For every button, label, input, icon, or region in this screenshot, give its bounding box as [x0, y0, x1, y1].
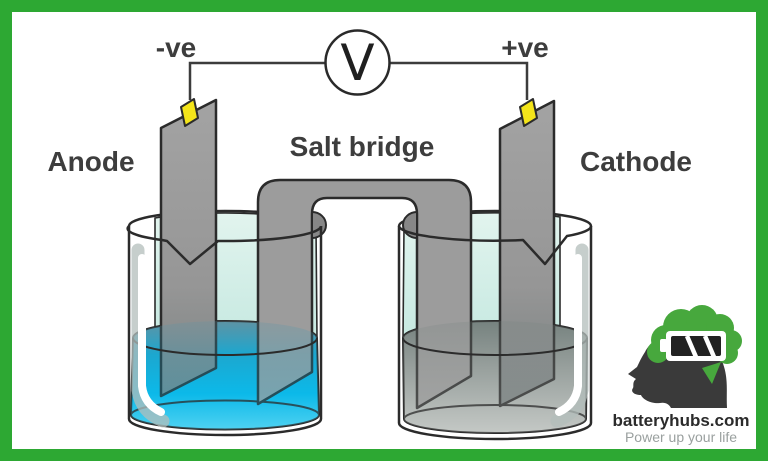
anode-beaker-front — [126, 225, 323, 437]
voltmeter-icon: V — [324, 29, 391, 96]
label-negative-terminal: -ve — [156, 32, 196, 63]
cathode-beaker-rim-front-spout — [397, 225, 593, 266]
label-cathode: Cathode — [580, 146, 692, 177]
label-positive-terminal: +ve — [501, 32, 549, 63]
label-anode: Anode — [47, 146, 134, 177]
voltmeter-dial — [324, 29, 391, 96]
anode-beaker-glass-outline — [127, 226, 323, 437]
wire-right — [390, 61, 529, 100]
cathode-solution-glass-tint — [403, 321, 587, 433]
cathode-beaker-glass-shade — [550, 243, 589, 428]
brand-site-text: batteryhubs.com — [613, 411, 750, 430]
voltmeter-letter: V — [340, 34, 374, 92]
cathode-terminal-clip — [519, 98, 538, 127]
cathode-beaker-glass-outline — [397, 226, 593, 441]
anode-beaker-rim-front-spout — [126, 225, 323, 266]
anode-terminal-clip — [180, 98, 199, 127]
anode-solution-glass-tint — [131, 321, 319, 430]
cathode-beaker-front — [397, 225, 593, 441]
cathode-beaker-glass-highlight — [555, 254, 582, 416]
batteryhubs-logo: batteryhubs.com Power up your life — [613, 305, 750, 445]
anode-beaker-glass-shade — [131, 243, 170, 428]
brand-tagline-text: Power up your life — [625, 429, 737, 445]
battery-icon — [660, 331, 726, 361]
label-salt-bridge: Salt bridge — [290, 131, 435, 162]
anode-beaker-glass-highlight — [138, 254, 165, 416]
wire-left — [188, 61, 325, 100]
